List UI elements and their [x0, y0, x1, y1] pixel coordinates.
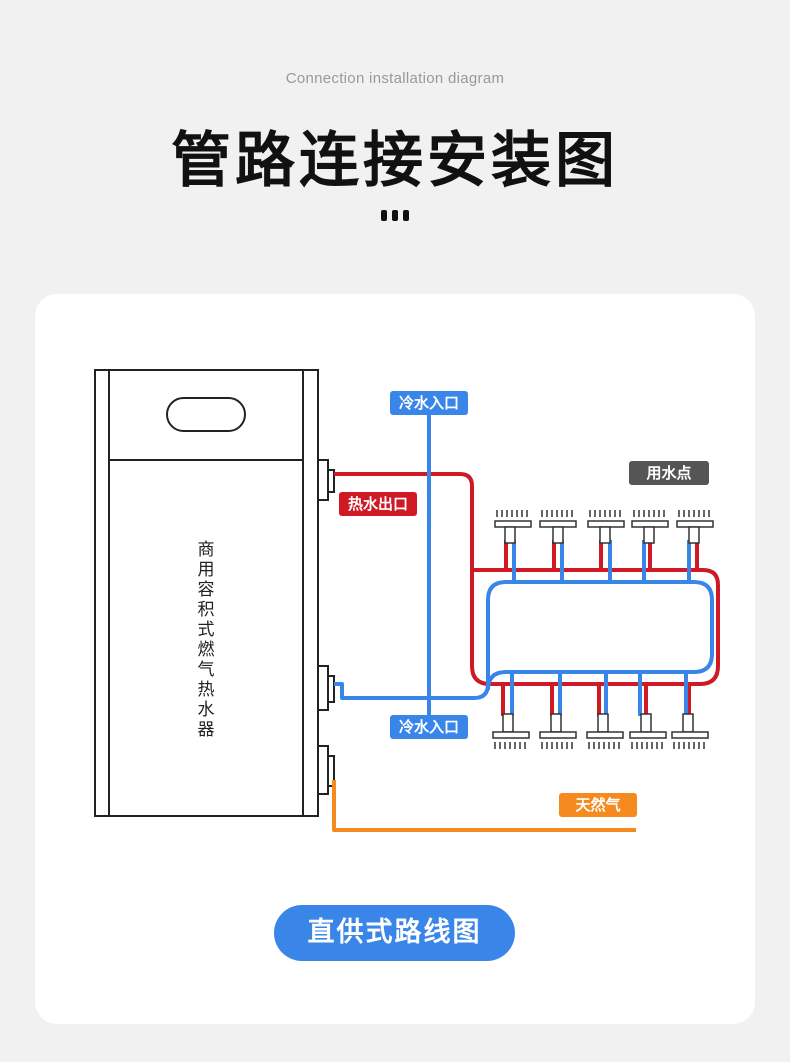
direct-supply-mode-button[interactable]: 直供式路线图: [274, 905, 515, 961]
heater-connectors: [317, 459, 335, 795]
heater-display-window: [166, 397, 246, 432]
shower-head-icon: [629, 713, 667, 749]
shower-head-icon: [539, 713, 577, 749]
shower-head-icon: [494, 510, 532, 544]
shower-head-icon: [586, 713, 624, 749]
ellipsis-dots-icon: [381, 210, 409, 221]
bottom-fixtures: [492, 713, 709, 749]
heater-label: 商用容积式燃气热水器: [197, 540, 215, 740]
water-heater: [94, 369, 319, 817]
shower-head-icon: [676, 510, 714, 544]
shower-head-icon: [492, 713, 530, 749]
page-subtitle: Connection installation diagram: [285, 70, 505, 87]
page-title: 管路连接安装图: [171, 126, 619, 196]
diagram-card: [35, 294, 755, 1024]
shower-head-icon: [671, 713, 709, 749]
hot-water-outlet-label: 热水出口: [339, 492, 417, 516]
shower-head-icon: [539, 510, 577, 544]
cold-water-inlet-label-top: 冷水入口: [390, 391, 468, 415]
shower-head-icon: [587, 510, 625, 544]
gas-pipe: [332, 780, 636, 832]
hot-water-pipe: [334, 472, 720, 716]
cold-water-pipe: [334, 414, 714, 718]
use-point-label: 用水点: [629, 461, 709, 485]
natural-gas-label: 天然气: [559, 793, 637, 817]
top-fixtures: [494, 510, 714, 544]
shower-head-icon: [631, 510, 669, 544]
cold-water-inlet-label-bottom: 冷水入口: [390, 715, 468, 739]
